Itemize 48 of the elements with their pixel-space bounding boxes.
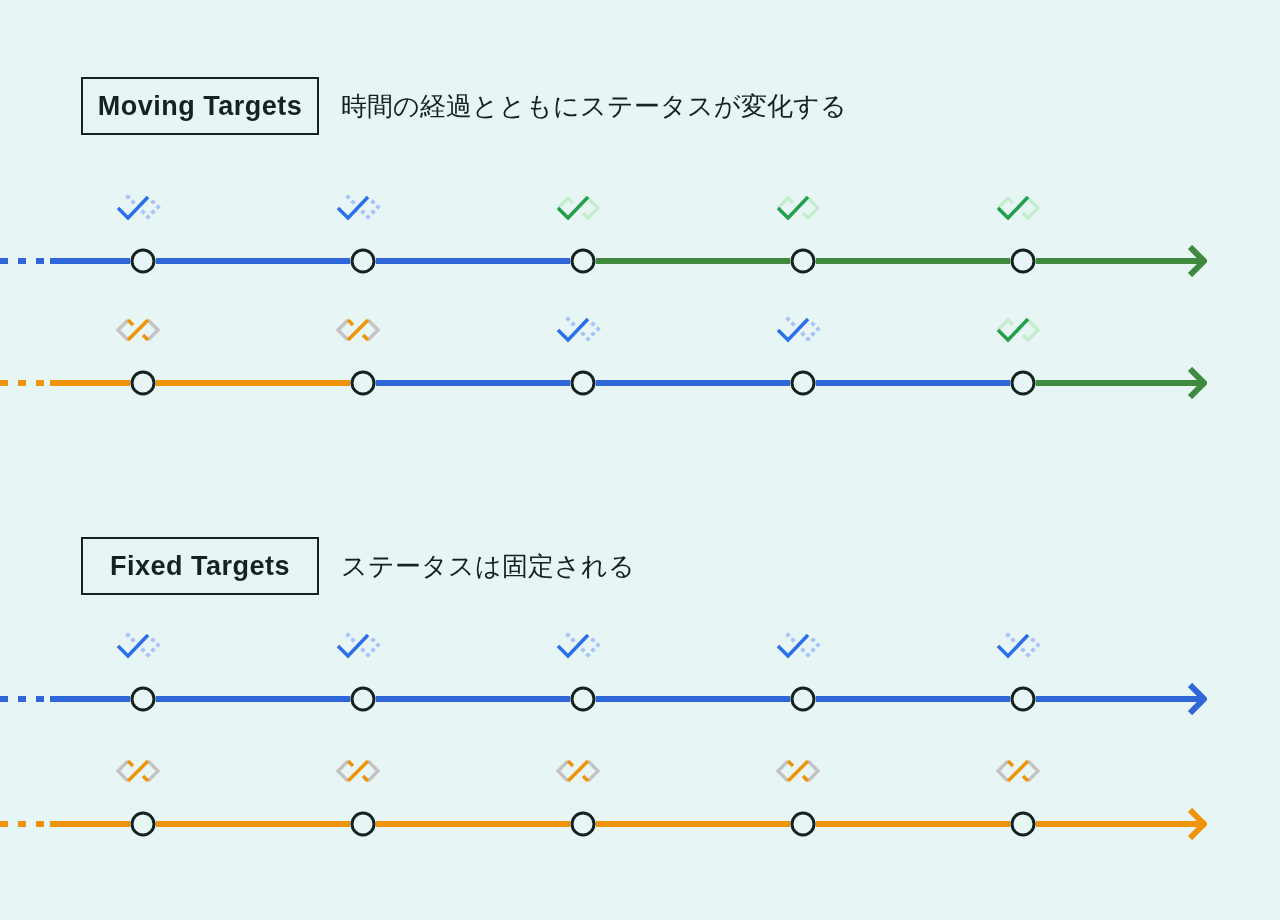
milestone-circle <box>570 686 596 712</box>
milestone-circle <box>1010 370 1036 396</box>
section-description: ステータスは固定される <box>341 550 635 583</box>
timeline-line <box>0 258 130 264</box>
milestone-circle <box>130 811 156 837</box>
milestone-circle <box>130 248 156 274</box>
timeline-line <box>596 380 790 386</box>
milestone-circle <box>790 811 816 837</box>
timeline-line <box>1036 807 1207 841</box>
timeline-line <box>376 821 570 827</box>
milestone-circle <box>350 686 376 712</box>
milestone-circle <box>790 248 816 274</box>
milestone-circle <box>790 370 816 396</box>
timeline-line <box>156 380 350 386</box>
milestone-circle <box>570 811 596 837</box>
milestone-circle <box>130 686 156 712</box>
timeline-line <box>376 380 570 386</box>
milestone-circle <box>1010 811 1036 837</box>
section-heading: Fixed Targets <box>81 537 319 595</box>
timeline-line <box>156 258 350 264</box>
milestone-circle <box>1010 686 1036 712</box>
timeline-line <box>816 821 1010 827</box>
timeline-line <box>0 696 130 702</box>
timeline-line <box>1036 366 1207 400</box>
timeline-line <box>376 696 570 702</box>
section-heading: Moving Targets <box>81 77 319 135</box>
timeline-line <box>1036 244 1207 278</box>
milestone-circle <box>350 248 376 274</box>
timeline-line <box>596 258 790 264</box>
timeline-line <box>156 696 350 702</box>
milestone-circle <box>350 811 376 837</box>
timeline-line <box>0 380 130 386</box>
milestone-circle <box>570 370 596 396</box>
timeline-line <box>376 258 570 264</box>
milestone-circle <box>130 370 156 396</box>
milestone-circle <box>570 248 596 274</box>
milestone-circle <box>1010 248 1036 274</box>
timeline-line <box>1036 682 1207 716</box>
timeline-line <box>156 821 350 827</box>
timeline-line <box>816 380 1010 386</box>
timeline-line <box>816 258 1010 264</box>
milestone-circle <box>790 686 816 712</box>
timeline-line <box>816 696 1010 702</box>
milestone-circle <box>350 370 376 396</box>
section-description: 時間の経過とともにステータスが変化する <box>341 90 847 123</box>
timeline-line <box>596 821 790 827</box>
timeline-line <box>0 821 130 827</box>
timeline-line <box>596 696 790 702</box>
